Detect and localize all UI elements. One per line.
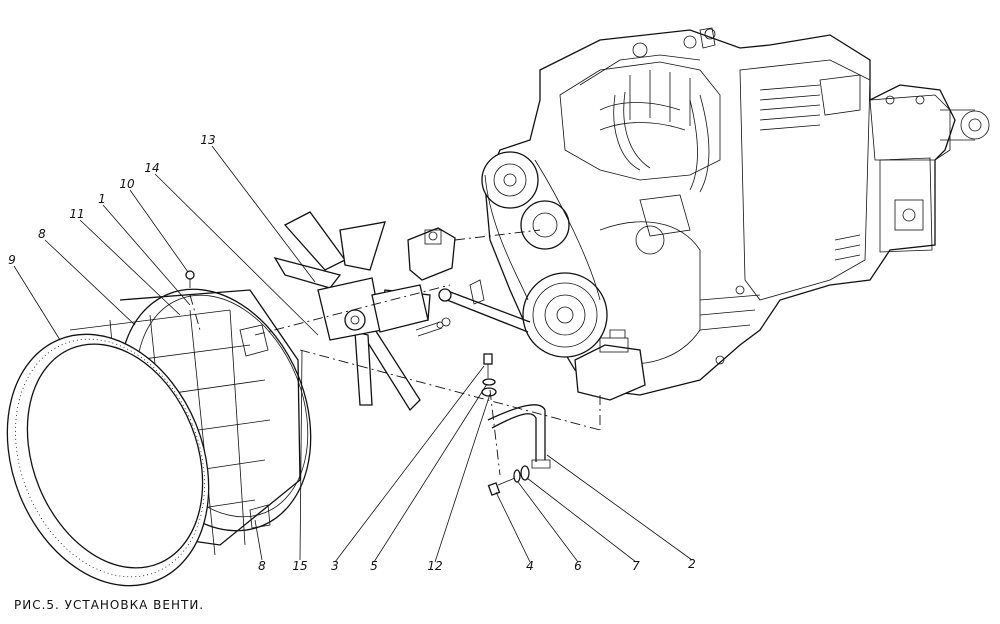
- callout-8-top: 8: [38, 227, 46, 241]
- callout-1: 1: [98, 192, 106, 206]
- fan-shaft: [438, 279, 531, 333]
- callout-4: 4: [526, 559, 534, 573]
- callout-10: 10: [119, 177, 135, 191]
- bolt-group-4-6-7: [487, 465, 530, 496]
- callout-12: 12: [427, 559, 442, 573]
- callout-13: 13: [200, 133, 215, 147]
- callout-6: 6: [574, 559, 582, 573]
- figure-caption: РИС.5. УСТАНОВКА ВЕНТИ.: [14, 598, 205, 612]
- callout-3: 3: [331, 559, 339, 573]
- callout-2: 2: [688, 557, 696, 571]
- callout-15: 15: [292, 559, 307, 573]
- callout-8-bottom: 8: [258, 559, 266, 573]
- callout-7: 7: [632, 559, 640, 573]
- mount-bracket: [407, 227, 456, 281]
- engine-block: [481, 27, 990, 401]
- callout-14: 14: [144, 161, 159, 175]
- seal-ring: [6, 333, 210, 587]
- callout-labels: 13 14 10 1 11 8 9 8 15 3 5 12 4 6 7 2: [8, 133, 696, 573]
- callout-5: 5: [370, 559, 378, 573]
- bolt-10: [185, 270, 195, 288]
- callout-9: 9: [8, 253, 16, 267]
- leader-lines: [13, 145, 693, 563]
- pipe-2: [487, 404, 551, 469]
- fan-impeller: [273, 211, 451, 412]
- center-lines: [189, 229, 601, 476]
- bolt-group-3-5-12: [481, 353, 497, 397]
- callout-11: 11: [69, 207, 84, 221]
